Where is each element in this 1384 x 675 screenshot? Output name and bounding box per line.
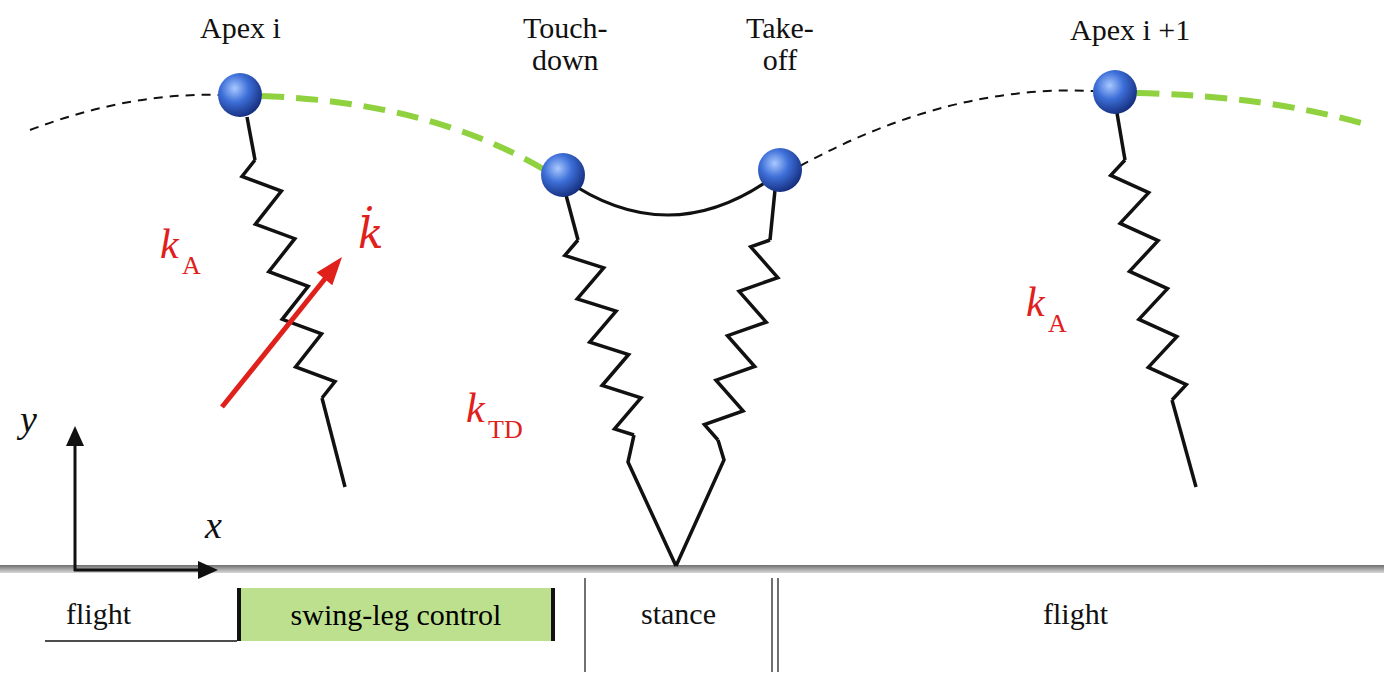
stiffness-subscript: A — [1048, 310, 1067, 337]
phase-divider — [777, 578, 778, 672]
phase-label: stance — [641, 598, 716, 630]
stiffness-symbol: k — [466, 386, 485, 430]
stiffness-symbol: k — [1026, 280, 1045, 324]
spring-coil — [704, 240, 777, 440]
axis-label: y — [20, 400, 37, 440]
timeline-line — [45, 640, 237, 642]
point-mass — [541, 153, 585, 197]
point-mass — [758, 148, 802, 192]
apex-label: Apex i — [200, 12, 281, 44]
flight-trajectory — [30, 95, 222, 130]
y-axis — [74, 442, 77, 571]
leg-segment — [770, 190, 775, 240]
flight-trajectory — [800, 90, 1093, 166]
swing-trajectory — [1137, 93, 1372, 126]
arrow-head — [317, 257, 342, 285]
axis-label: x — [205, 506, 222, 546]
spring-coil — [565, 240, 641, 435]
swing-trajectory — [262, 96, 545, 170]
event-label: Take- off — [746, 12, 814, 75]
phase-label: flight — [1043, 598, 1108, 630]
spring-legs — [242, 113, 1196, 566]
phase-label: flight — [66, 598, 131, 630]
arrow-head — [66, 426, 84, 446]
phase-divider — [771, 578, 772, 672]
stiffness-rate-symbol: k̇ — [358, 212, 383, 256]
leg-segment — [566, 195, 578, 240]
phase-band: swing-leg control — [237, 588, 555, 641]
point-mass — [218, 73, 262, 117]
leg-segment — [1117, 113, 1125, 160]
leg-segment — [322, 398, 345, 487]
point-mass — [1093, 70, 1137, 114]
stiffness-symbol: k — [160, 222, 179, 266]
stiffness-subscript: TD — [488, 416, 523, 443]
spring-coil — [1111, 160, 1187, 400]
leg-segment — [676, 440, 724, 566]
event-label: Touch- down — [523, 12, 608, 75]
leg-segment — [628, 435, 676, 566]
stiffness-subscript: A — [182, 252, 201, 279]
stiffness-rate-arrow — [222, 275, 328, 407]
leg-segment — [1172, 400, 1196, 487]
x-axis — [74, 569, 202, 572]
arrow-head — [198, 561, 218, 579]
phase-divider — [584, 578, 585, 672]
apex-label: Apex i +1 — [1070, 14, 1190, 46]
phase-label: swing-leg control — [291, 598, 502, 632]
stance-trajectory — [563, 172, 780, 215]
leg-segment — [247, 117, 255, 160]
